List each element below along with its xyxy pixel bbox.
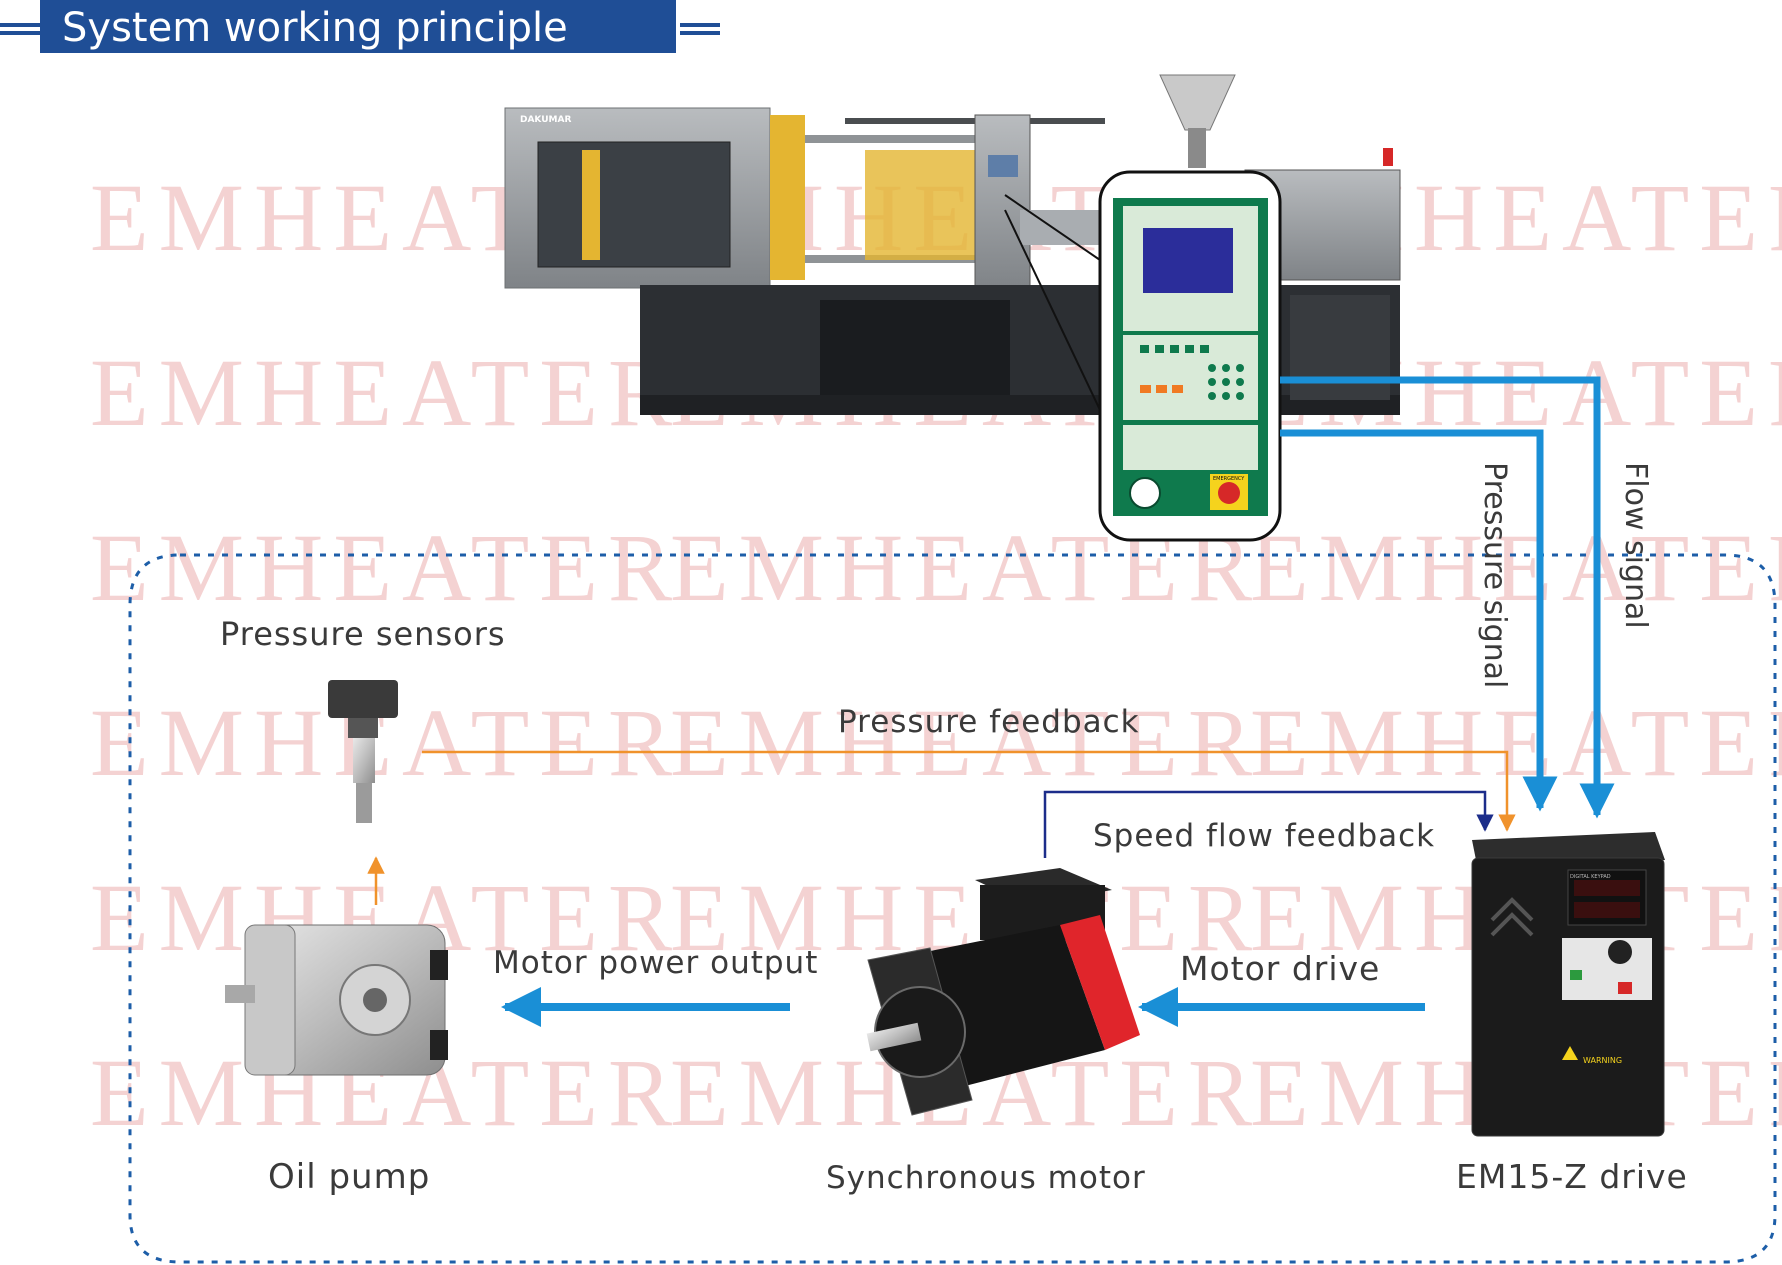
emergency-label: EMERGENCY	[1213, 476, 1245, 482]
motor-drive: Motor drive	[1138, 949, 1425, 1027]
drive-display-label: DIGITAL KEYPAD	[1570, 874, 1611, 880]
oil-pump: Oil pump	[225, 924, 448, 1197]
watermark: EMHEATER	[1250, 514, 1782, 621]
watermark: EMHEATER	[670, 689, 1262, 796]
header-background	[40, 0, 676, 53]
synchronous-motor: Synchronous motor	[826, 868, 1146, 1196]
pressure-feedback-label: Pressure feedback	[838, 704, 1140, 740]
emergency-stop-button	[1218, 482, 1240, 504]
page-title: System working principle	[62, 5, 568, 51]
pressure-sensor: Pressure sensors	[220, 615, 506, 823]
flow-signal-label: Flow signal	[1618, 462, 1653, 629]
synchronous-motor-label: Synchronous motor	[826, 1160, 1146, 1196]
header-banner: System working principle	[0, 0, 720, 53]
pressure-signal-line	[1280, 429, 1558, 812]
flow-signal-line	[1280, 376, 1615, 819]
em15z-drive: DIGITAL KEYPAD WARNING EM15-Z drive	[1456, 832, 1688, 1196]
speed-flow-feedback-line: Speed flow feedback	[1043, 790, 1494, 858]
motor-power-output: Motor power output	[493, 945, 818, 1027]
drive-warning-label: WARNING	[1583, 1056, 1622, 1065]
watermark: EMHEATER	[1250, 689, 1782, 796]
machine-brand: DAKUMAR	[520, 115, 571, 125]
pressure-feedback-line: Pressure feedback	[367, 704, 1516, 905]
speed-flow-feedback-label: Speed flow feedback	[1093, 818, 1435, 854]
watermark: EMHEATER	[90, 339, 682, 446]
system-boundary	[128, 553, 1777, 1264]
watermark: EMHEATER	[90, 514, 682, 621]
pressure-sensors-label: Pressure sensors	[220, 615, 506, 653]
motor-power-output-label: Motor power output	[493, 945, 818, 981]
oil-pump-label: Oil pump	[268, 1157, 430, 1197]
motor-drive-label: Motor drive	[1180, 949, 1380, 988]
pressure-signal-label: Pressure signal	[1477, 462, 1512, 688]
controller-panel: EMERGENCY	[1098, 170, 1282, 542]
controller-screen	[1143, 228, 1233, 293]
signal-lines: Pressure signal Flow signal	[1280, 376, 1653, 819]
em15z-drive-label: EM15-Z drive	[1456, 1157, 1688, 1196]
